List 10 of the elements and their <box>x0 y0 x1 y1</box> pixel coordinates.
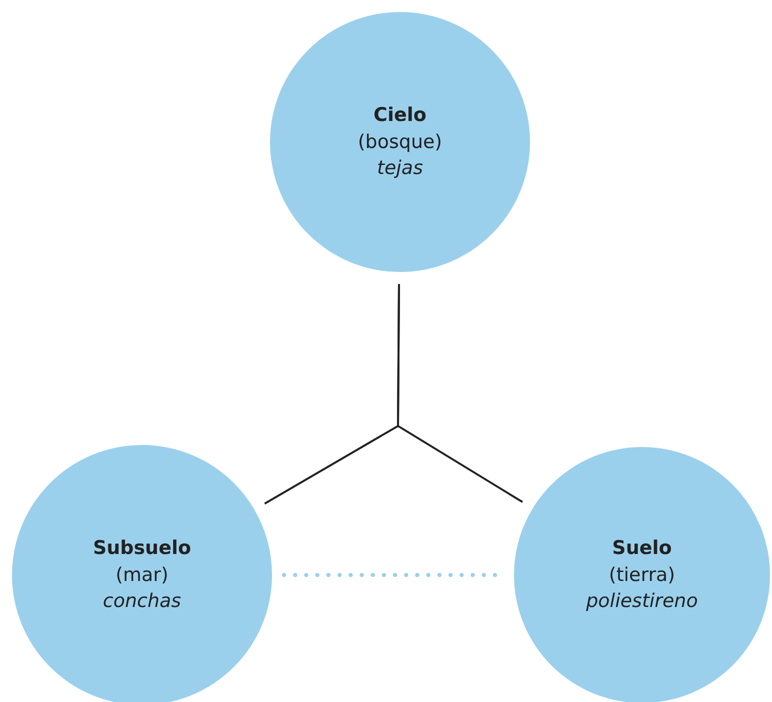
heading: Cielo <box>374 103 426 128</box>
example: conchas <box>102 589 182 614</box>
heading: Suelo <box>612 536 672 562</box>
subtitle: (mar) <box>116 562 168 588</box>
heading: Subsuelo <box>92 536 192 562</box>
example: poliestireno <box>586 589 698 614</box>
connector-line <box>397 284 524 503</box>
subtitle: (bosque) <box>358 130 442 155</box>
example: tejas <box>377 156 423 182</box>
subtitle: (tierra) <box>608 562 676 588</box>
